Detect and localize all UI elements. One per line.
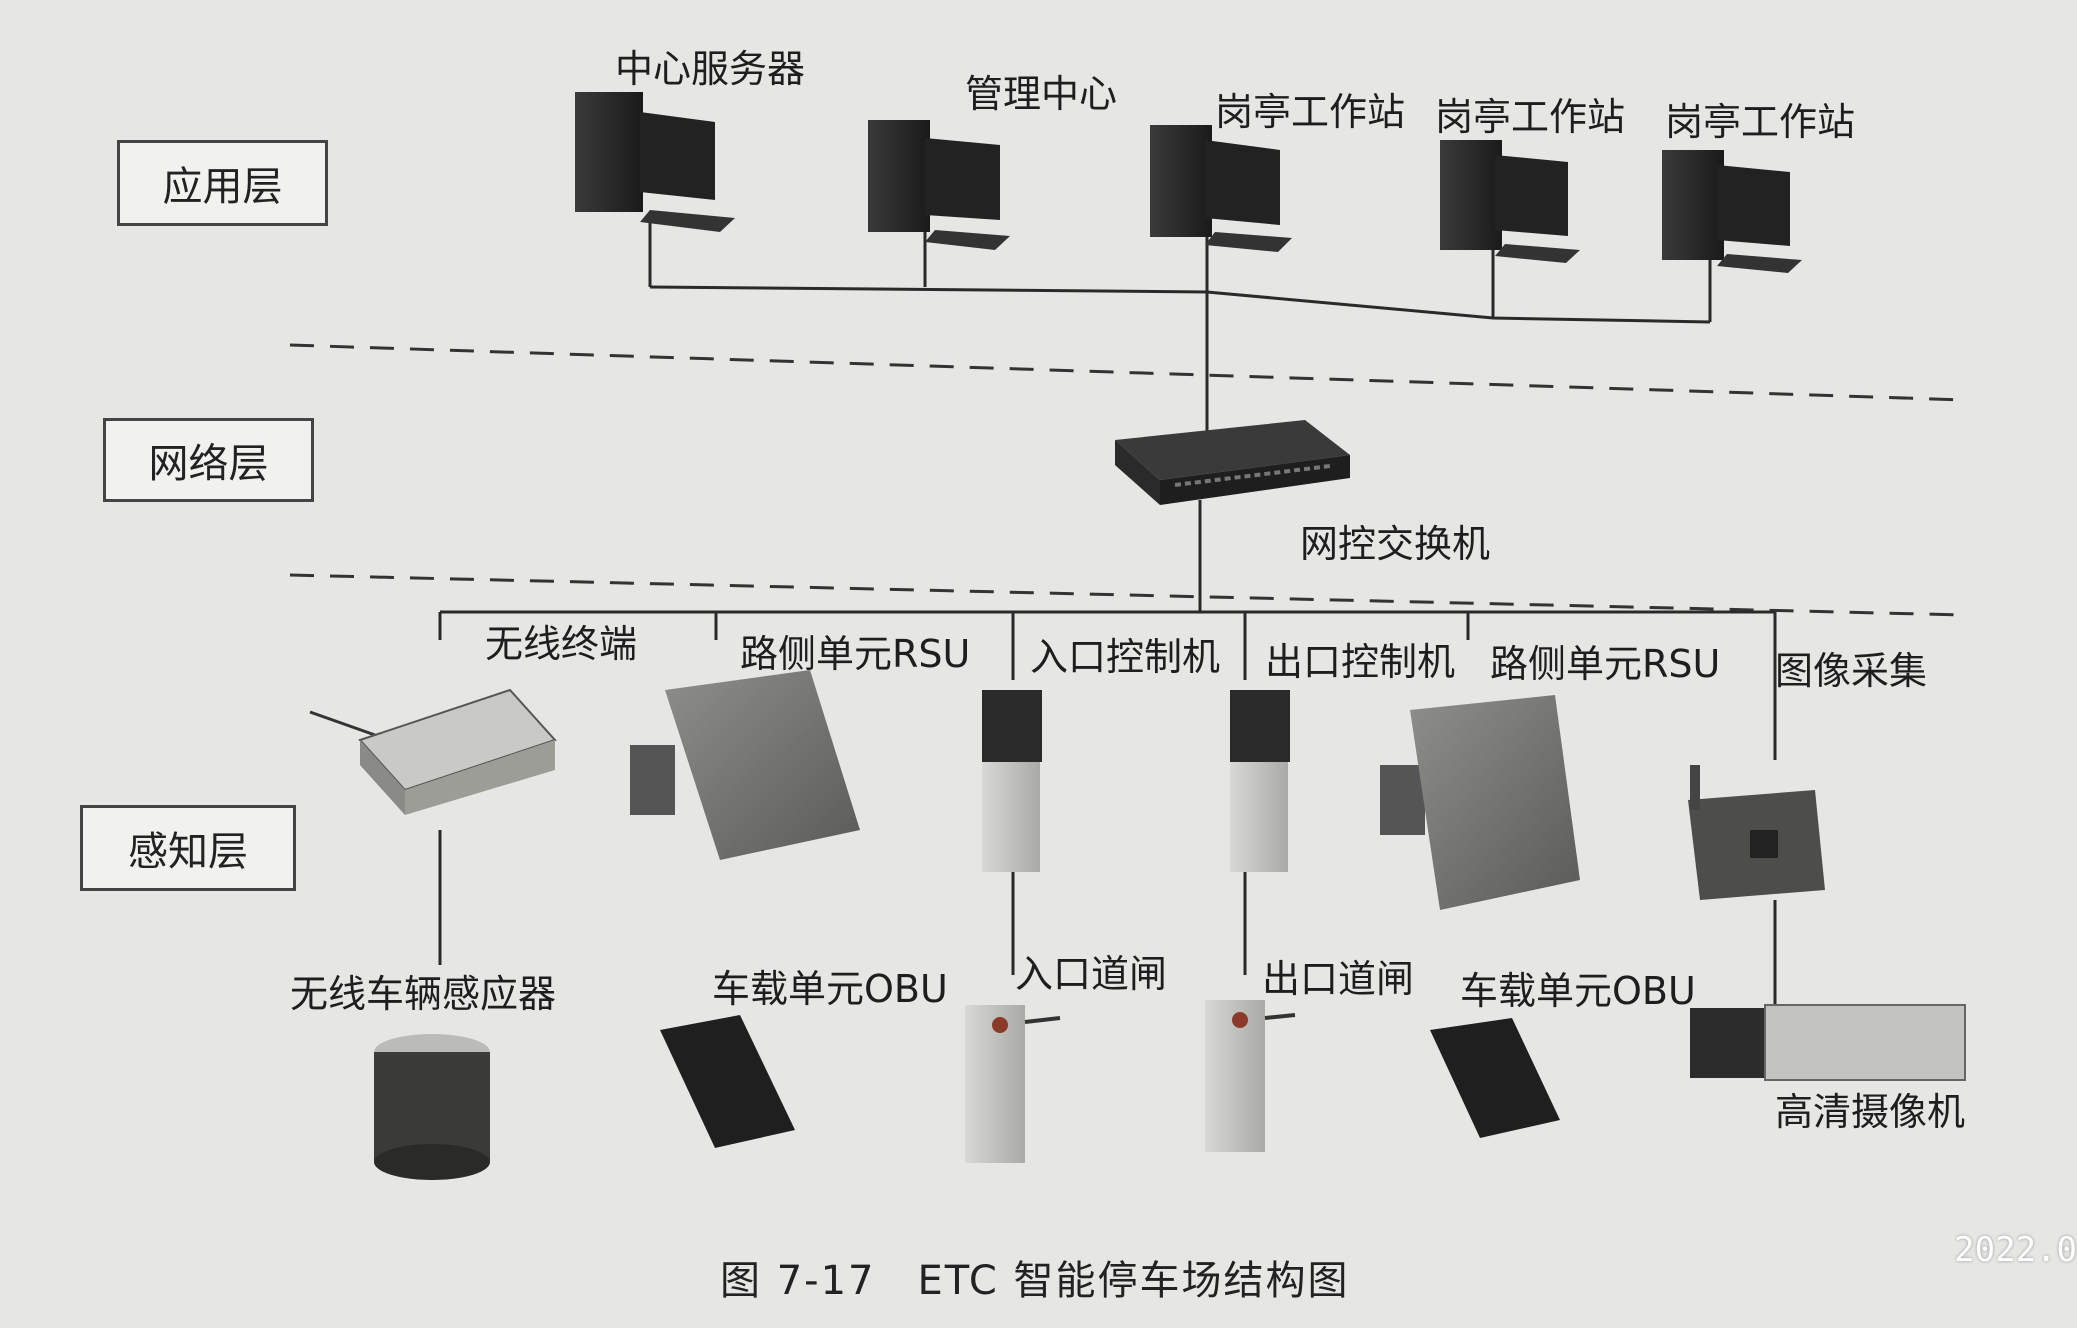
label-booth-workstation-1: 岗亭工作站 xyxy=(1215,90,1406,134)
separator-app-network xyxy=(289,343,1966,402)
rsu-left-graphic xyxy=(630,670,860,860)
obu-right-graphic xyxy=(1430,1018,1560,1138)
obu-left-graphic xyxy=(660,1015,795,1148)
label-management-center: 管理中心 xyxy=(965,72,1118,116)
hd-camera-graphic xyxy=(1690,1004,1966,1081)
layer-perception: 感知层 xyxy=(80,805,296,891)
label-vehicle-sensor: 无线车辆感应器 xyxy=(290,972,557,1016)
label-booth-workstation-2: 岗亭工作站 xyxy=(1435,95,1626,139)
label-obu-right: 车载单元OBU xyxy=(1460,969,1696,1013)
label-obu-left: 车载单元OBU xyxy=(712,967,948,1011)
entry-controller-graphic xyxy=(982,690,1042,872)
vehicle-sensor-graphic xyxy=(374,1034,490,1180)
wireless-terminal-graphic xyxy=(309,688,557,815)
layer-application: 应用层 xyxy=(117,140,328,226)
label-exit-controller: 出口控制机 xyxy=(1265,640,1456,684)
network-switch-graphic xyxy=(1115,420,1350,505)
photo-date-stamp: 2022.0 xyxy=(1954,1230,2077,1270)
computer-booth-1 xyxy=(1150,125,1292,252)
computer-management-center xyxy=(868,120,1010,250)
label-exit-gate: 出口道闸 xyxy=(1262,957,1415,1001)
label-rsu-right: 路侧单元RSU xyxy=(1490,642,1721,686)
computer-booth-3 xyxy=(1662,150,1802,273)
exit-controller-graphic xyxy=(1230,690,1290,872)
application-bus xyxy=(648,212,1712,432)
label-rsu-left: 路侧单元RSU xyxy=(740,632,971,676)
layer-network: 网络层 xyxy=(103,418,314,502)
layer-separators xyxy=(289,343,1966,617)
label-central-server: 中心服务器 xyxy=(615,47,806,91)
label-entry-controller: 入口控制机 xyxy=(1030,635,1221,679)
label-network-switch: 网控交换机 xyxy=(1300,522,1491,566)
label-hd-camera: 高清摄像机 xyxy=(1775,1090,1966,1134)
capture-card-graphic xyxy=(1688,765,1825,900)
separator-network-perception xyxy=(289,573,1966,617)
label-wireless-terminal: 无线终端 xyxy=(485,622,638,666)
computer-booth-2 xyxy=(1440,140,1580,263)
computer-central-server xyxy=(575,92,735,232)
exit-gate-graphic xyxy=(1205,1000,1296,1152)
rsu-right-graphic xyxy=(1380,695,1580,910)
label-booth-workstation-3: 岗亭工作站 xyxy=(1665,100,1856,144)
label-entry-gate: 入口道闸 xyxy=(1015,952,1168,996)
label-image-capture: 图像采集 xyxy=(1775,649,1928,693)
entry-gate-graphic xyxy=(965,1005,1061,1163)
figure-caption: 图 7-17 ETC 智能停车场结构图 xyxy=(720,1258,1350,1304)
perception-bus xyxy=(438,500,1777,1005)
